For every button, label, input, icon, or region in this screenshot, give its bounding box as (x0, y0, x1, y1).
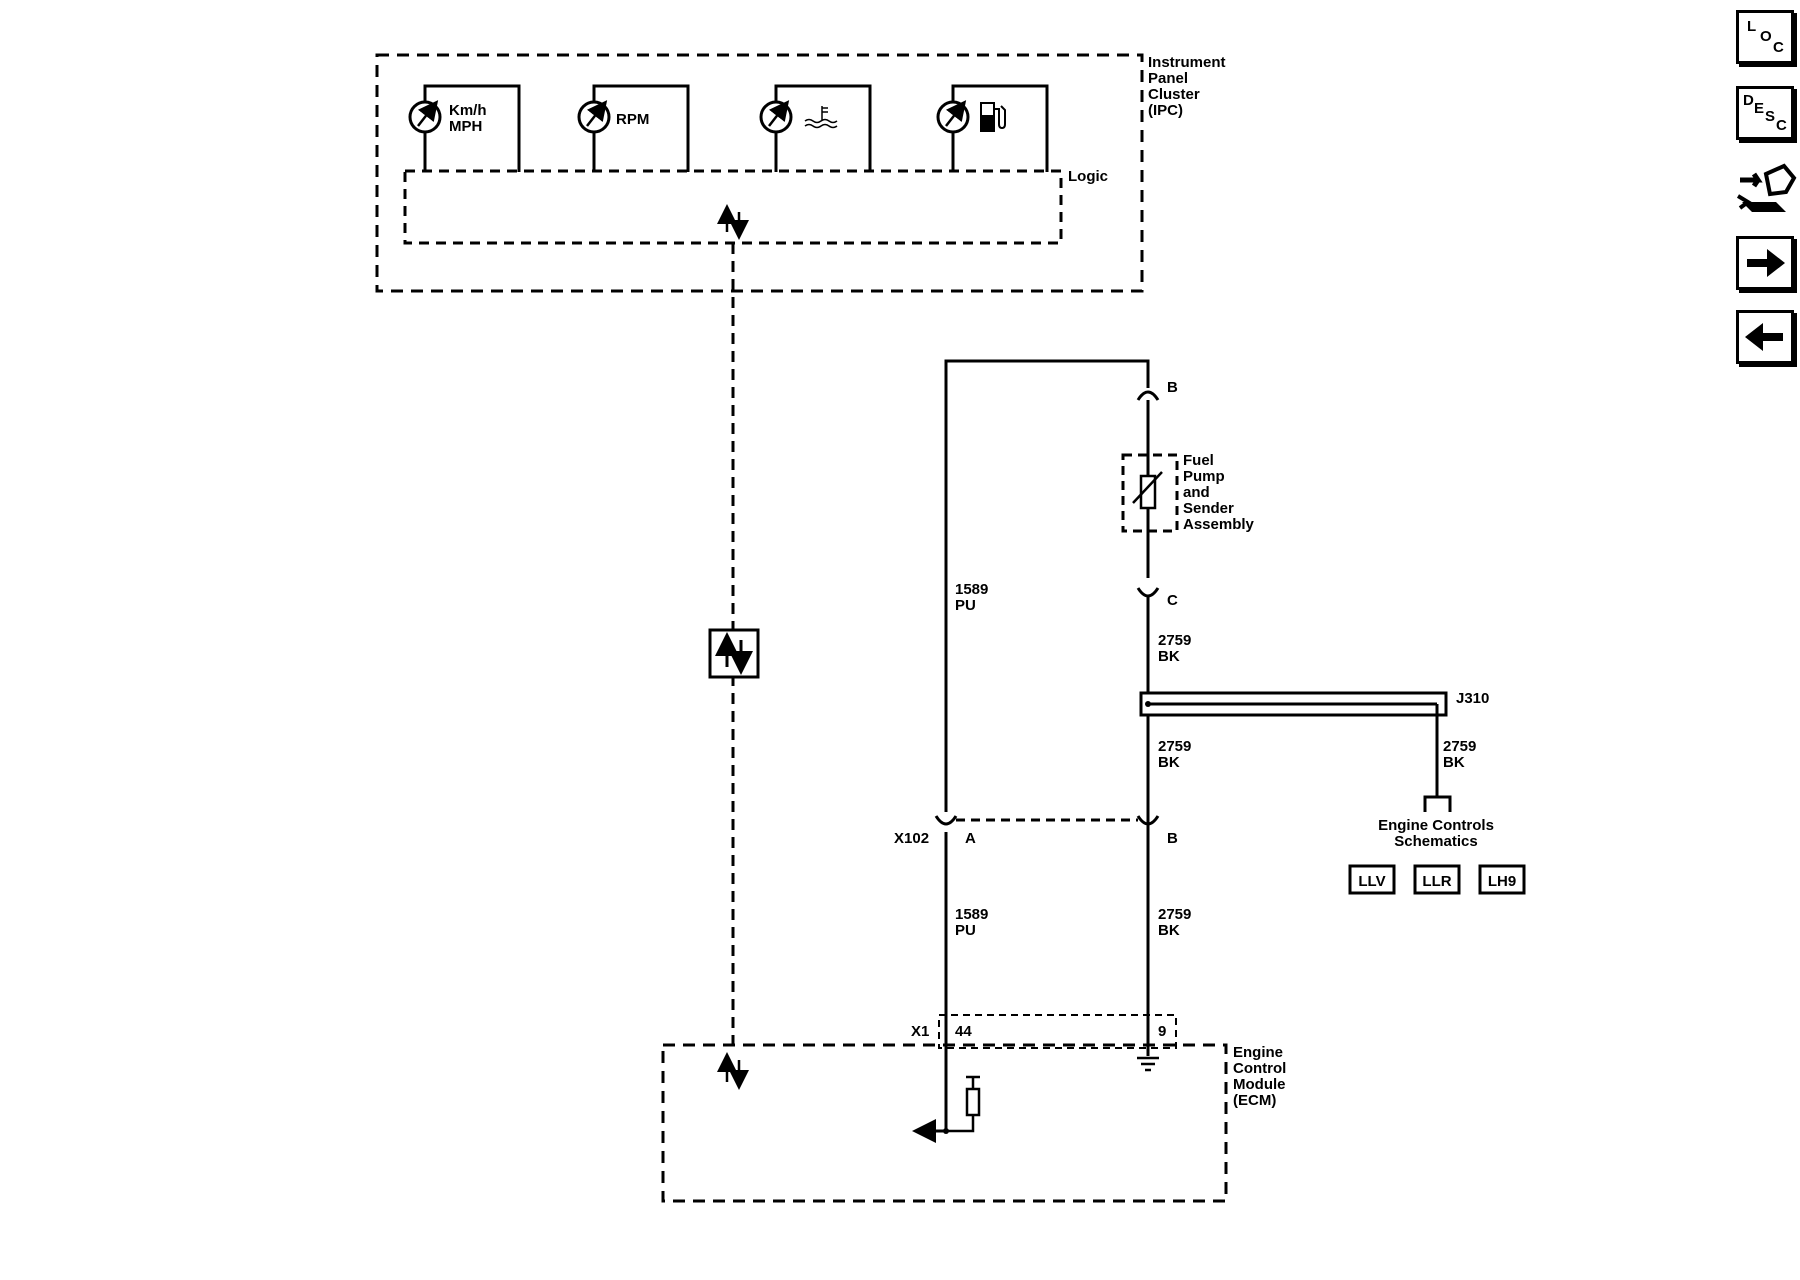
description-letter-s: S (1765, 108, 1775, 125)
connector-x102-pin-b: B (1167, 830, 1178, 847)
fuel-gauge (936, 84, 1049, 172)
sender-label-2: Pump (1183, 468, 1225, 485)
speedometer-label-2: MPH (449, 118, 482, 135)
next-page-button[interactable] (1736, 236, 1794, 290)
coolant-temperature-icon (804, 106, 838, 129)
tachometer-gauge: RPM (577, 84, 690, 172)
connector-tool-button[interactable] (1736, 156, 1798, 218)
speedometer-gauge: Km/h MPH (408, 84, 521, 172)
sender-label-3: and (1183, 484, 1210, 501)
engine-option-lh9-button[interactable]: LH9 (1478, 864, 1526, 895)
ground-branch-number: 2759 (1443, 738, 1476, 755)
connector-x1: X1 44 9 (911, 1014, 1177, 1049)
ecm-pullup-resistor (946, 1075, 981, 1133)
speedometer-label-1: Km/h (449, 102, 487, 119)
location-letter-o: O (1760, 28, 1772, 45)
connector-tool-icon (1736, 163, 1797, 212)
signal-wire-lower-color: PU (955, 922, 976, 939)
serial-data-symbol (708, 628, 760, 679)
ground-wire-upper-number: 2759 (1158, 632, 1191, 649)
ecm-label-2: Control (1233, 1060, 1286, 1077)
signal-wire-upper (944, 359, 1150, 812)
ground-symbol (1137, 1056, 1159, 1072)
connector-x102-pin-a: A (965, 830, 976, 847)
description-letter-e: E (1754, 100, 1764, 117)
splice-pack-label: J310 (1456, 690, 1489, 707)
ipc-label-line-3: Cluster (1148, 86, 1200, 103)
ipc-module: Instrument Panel Cluster (IPC) Logic Km/… (375, 53, 1226, 293)
ground-wire-upper-color: BK (1158, 648, 1180, 665)
ipc-logic-block (403, 169, 1063, 245)
engine-controls-label-2: Schematics (1394, 833, 1477, 850)
sender-label-1: Fuel (1183, 452, 1214, 469)
arrow-left-icon (1745, 323, 1783, 351)
engine-controls-reference: Engine Controls Schematics (1378, 795, 1494, 850)
ecm-module: Engine Control Module (ECM) (661, 1043, 1286, 1203)
arrow-right-icon (1747, 249, 1785, 277)
ecm-label-4: (ECM) (1233, 1092, 1276, 1109)
sender-pin-b-label: B (1167, 379, 1178, 396)
splice-pack-j310: J310 (1139, 690, 1489, 797)
ground-wire-lower-color: BK (1158, 922, 1180, 939)
connector-x1-pin-44: 44 (955, 1023, 972, 1040)
engine-option-llr-label: LLR (1422, 873, 1451, 890)
description-icon: D E S C (1743, 92, 1787, 134)
ground-wire-lower-number: 2759 (1158, 906, 1191, 923)
connector-x1-label: X1 (911, 1023, 929, 1040)
description-letter-d: D (1743, 92, 1754, 109)
ipc-serial-data-arrows (717, 204, 749, 240)
description-letter-c: C (1776, 117, 1787, 134)
ground-wire-mid-color: BK (1158, 754, 1180, 771)
ipc-label-line-4: (IPC) (1148, 102, 1183, 119)
sender-label-5: Assembly (1183, 516, 1255, 533)
fuel-sender-assembly: Fuel Pump and Sender Assembly (1121, 452, 1255, 578)
sender-pin-c-label: C (1167, 592, 1178, 609)
ground-wire-mid-number: 2759 (1158, 738, 1191, 755)
previous-page-button[interactable] (1736, 310, 1794, 364)
signal-wire-upper-color: PU (955, 597, 976, 614)
temperature-gauge (759, 84, 872, 172)
location-icon: L O C (1747, 18, 1784, 56)
ecm-label-1: Engine (1233, 1044, 1283, 1061)
signal-wire-lower-number: 1589 (955, 906, 988, 923)
location-button[interactable]: L O C (1736, 10, 1794, 64)
location-letter-c: C (1773, 39, 1784, 56)
ground-branch-color: BK (1443, 754, 1465, 771)
ipc-label-line-1: Instrument (1148, 54, 1226, 71)
ipc-label-line-2: Panel (1148, 70, 1188, 87)
signal-wire-upper-number: 1589 (955, 581, 988, 598)
connector-x102: X102 A B (894, 815, 1178, 847)
ecm-serial-data-arrows (717, 1052, 749, 1090)
sender-label-4: Sender (1183, 500, 1234, 517)
tachometer-label: RPM (616, 111, 649, 128)
engine-option-llv-button[interactable]: LLV (1348, 864, 1396, 895)
fuel-pump-icon (980, 102, 1006, 132)
ecm-label-3: Module (1233, 1076, 1286, 1093)
engine-controls-label-1: Engine Controls (1378, 817, 1494, 834)
engine-option-llv-label: LLV (1358, 873, 1385, 890)
connector-x102-label: X102 (894, 830, 929, 847)
description-button[interactable]: D E S C (1736, 86, 1794, 140)
engine-option-lh9-label: LH9 (1488, 873, 1516, 890)
engine-option-llr-button[interactable]: LLR (1413, 864, 1461, 895)
connector-x1-pin-9: 9 (1158, 1023, 1166, 1040)
location-letter-l: L (1747, 18, 1756, 35)
ipc-logic-label: Logic (1068, 168, 1108, 185)
